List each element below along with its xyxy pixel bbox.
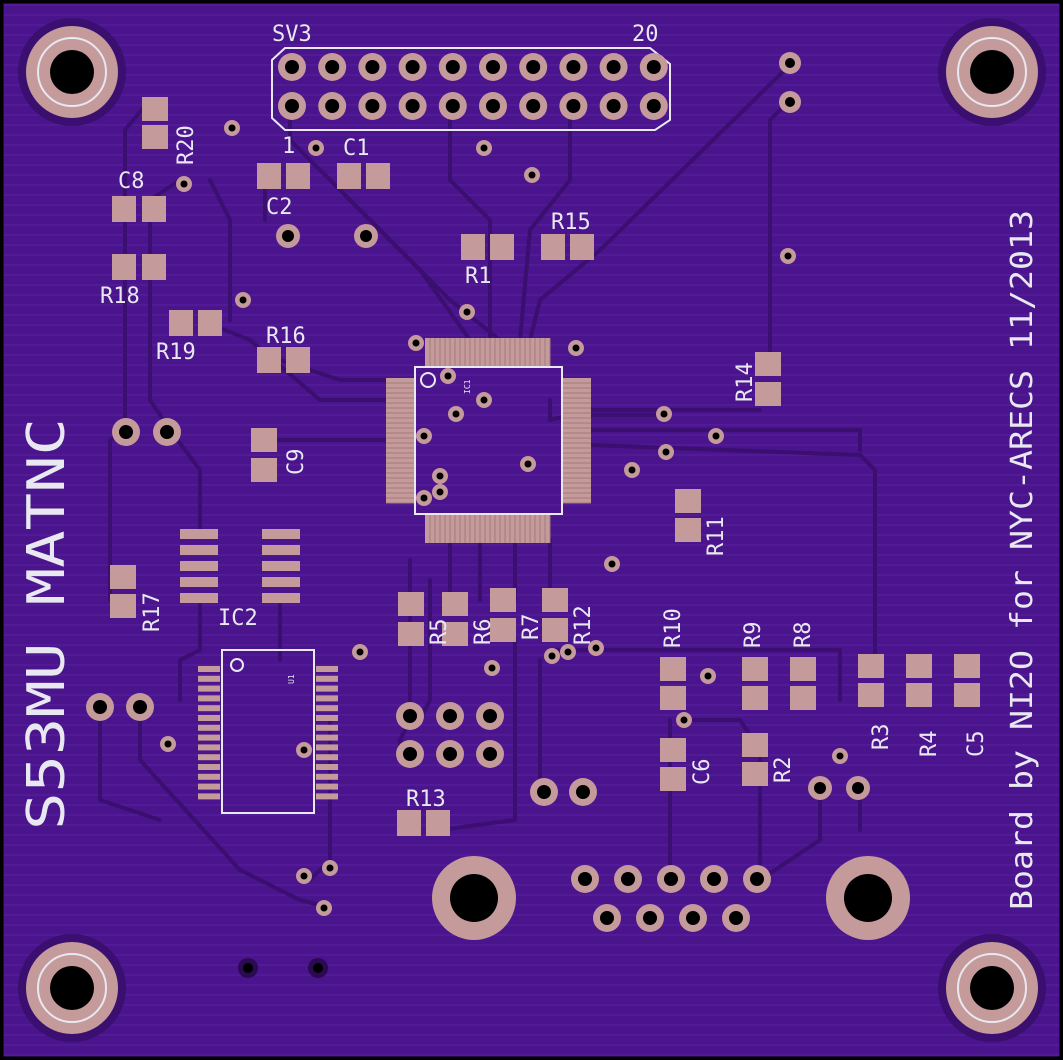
vias: [160, 120, 848, 916]
smd-pads-r18: [112, 254, 166, 280]
label-r1: R1: [465, 264, 492, 289]
db9-connector: [432, 856, 910, 940]
smd-pads-r12: [542, 588, 568, 642]
smd-pads-r9: [742, 657, 768, 710]
th-pads: [86, 52, 870, 978]
header-pin-last-label: 20: [632, 22, 659, 47]
label-r18: R18: [100, 284, 140, 309]
header-3x2: [396, 702, 504, 768]
chip-ic1: [386, 338, 591, 543]
label-c9: C9: [284, 449, 309, 476]
label-c2: C2: [266, 195, 293, 220]
smd-pads-r4: [906, 654, 932, 707]
header-sv3-label: SV3: [272, 22, 312, 47]
smd-pads-r15: [541, 234, 594, 260]
board-title: S53MU MATNC: [17, 418, 77, 830]
smd-pads-r10: [660, 657, 686, 710]
chip-u1-label: U1: [287, 674, 296, 684]
smd-pads-c9: [251, 428, 277, 482]
smd-pads-r7: [490, 588, 516, 642]
label-r6: R6: [471, 619, 496, 646]
smd-pads-c2: [257, 163, 310, 189]
label-r12: R12: [571, 605, 596, 645]
smd-pads-r5: [398, 592, 424, 646]
chip-u1: [198, 649, 338, 814]
label-r16: R16: [266, 324, 306, 349]
header-sv3: [271, 47, 671, 131]
smd-pads-c8: [112, 196, 166, 222]
smd-pads-c6: [660, 738, 686, 791]
label-r2: R2: [771, 757, 796, 784]
label-r19: R19: [156, 340, 196, 365]
label-r13: R13: [406, 787, 446, 812]
label-r20: R20: [174, 125, 199, 165]
label-c8: C8: [118, 169, 145, 194]
smd-pads-r20: [142, 97, 168, 149]
label-r11: R11: [704, 516, 729, 556]
smd-pads-r11: [675, 489, 701, 542]
smd-pads-r6: [442, 592, 468, 646]
label-r5: R5: [427, 619, 452, 646]
mounting-hole: [938, 934, 1046, 1042]
label-r17: R17: [140, 592, 165, 632]
smd-pads-r13: [397, 810, 450, 836]
smd-pads-r8: [790, 657, 816, 710]
smd-pads-r17: [110, 565, 136, 618]
label-r15: R15: [551, 210, 591, 235]
chip-ic2-label: IC2: [218, 606, 258, 631]
smd-pads-r19: [169, 310, 222, 336]
smd-pads-c1: [337, 163, 390, 189]
label-c1: C1: [343, 136, 370, 161]
label-r10: R10: [661, 608, 686, 648]
chip-ic2: [180, 529, 300, 603]
label-c5: C5: [964, 731, 989, 758]
smd-pads-r14: [755, 352, 781, 406]
label-r14: R14: [733, 362, 758, 402]
smd-pads-c5: [954, 654, 980, 707]
smd-pads-r16: [257, 347, 310, 373]
label-r7: R7: [519, 614, 544, 641]
label-c6: C6: [690, 759, 715, 786]
board-credit: Board by NI2O for NYC-ARECS 11/2013: [1005, 210, 1040, 910]
mounting-hole: [18, 934, 126, 1042]
label-r8: R8: [791, 622, 816, 649]
label-r9: R9: [741, 622, 766, 649]
chip-ic1-label: IC1: [463, 379, 472, 394]
label-r3: R3: [869, 724, 894, 751]
smd-pads-r2: [742, 733, 768, 786]
label-r4: R4: [917, 731, 942, 758]
smd-pads-r1: [461, 234, 514, 260]
mounting-hole: [18, 18, 126, 126]
header-pin-first-label: 1: [282, 134, 295, 159]
smd-pads-r3: [858, 654, 884, 707]
mounting-hole: [938, 18, 1046, 126]
